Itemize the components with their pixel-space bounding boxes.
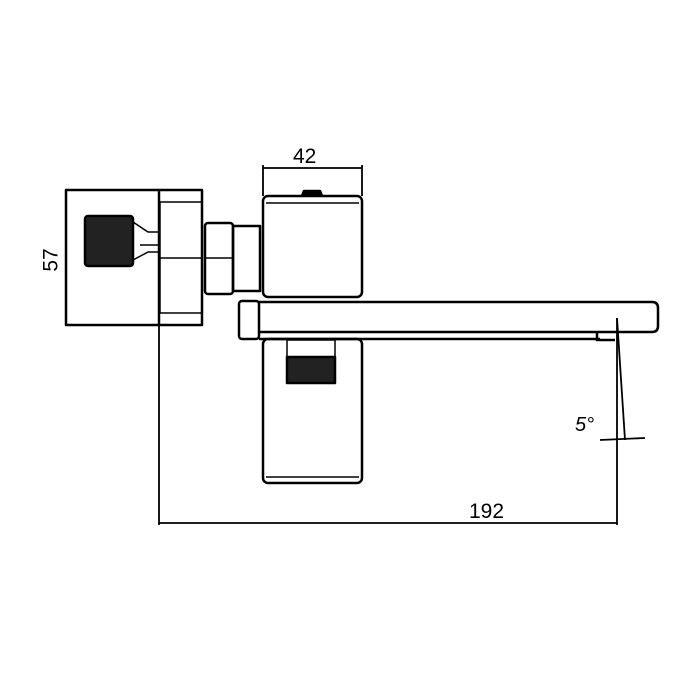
hex-nut bbox=[203, 221, 262, 296]
inlet-thread bbox=[83, 214, 158, 268]
valve-body-lower bbox=[261, 337, 364, 485]
body-width-dimension-label: 42 bbox=[293, 145, 317, 168]
height-dimension-label: 57 bbox=[39, 248, 63, 272]
wall-plate bbox=[64, 188, 204, 327]
spout bbox=[237, 299, 660, 342]
valve-body-upper bbox=[261, 189, 364, 299]
dimension-lines bbox=[158, 165, 646, 525]
angle-dimension-label: 5° bbox=[575, 414, 595, 436]
projection-dimension-label: 192 bbox=[469, 500, 505, 523]
